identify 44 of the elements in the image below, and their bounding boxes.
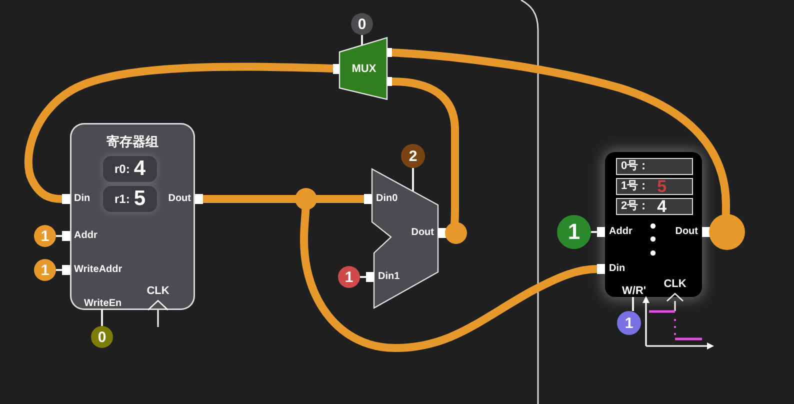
block-title: 寄存器组 (106, 134, 158, 149)
memory-row (616, 158, 693, 175)
value-circle: 0 (91, 326, 113, 348)
port-label: W/R' (622, 286, 646, 297)
value-circle: 1 (34, 259, 56, 281)
port-label: Dout (675, 227, 710, 237)
port-label: Dout (411, 228, 446, 238)
cell-value: 4 (657, 199, 667, 214)
register-display (103, 156, 157, 182)
wire (392, 78, 467, 244)
value-circle: 1 (557, 215, 591, 249)
value-circle: 0 (351, 13, 373, 35)
block-label: MUX (352, 63, 376, 75)
wire (361, 35, 363, 45)
port-label: CLK (146, 285, 170, 297)
wire (412, 168, 414, 191)
port-label: Din0 (364, 194, 398, 204)
register-value: 5 (134, 188, 146, 210)
value-circle: 1 (617, 311, 641, 335)
wire (56, 269, 62, 271)
value-circle: 1 (34, 225, 56, 247)
address-label: 1号： (621, 180, 650, 193)
port-label: Din (62, 194, 90, 204)
port-label: WriteEn (84, 298, 122, 309)
port-label: CLK (664, 278, 686, 290)
wire (392, 48, 745, 250)
memory-row (616, 178, 693, 195)
wire (360, 276, 366, 278)
value-circle: 1 (338, 266, 360, 288)
wire (56, 235, 62, 237)
register-display (103, 186, 157, 212)
port-label: Dout (168, 194, 203, 204)
cell-value: 5 (657, 179, 667, 194)
register-value: 4 (134, 158, 146, 180)
memory-row (616, 198, 693, 215)
value-circle: 2 (401, 144, 425, 168)
wire (101, 309, 103, 326)
register-name: r0: (114, 162, 130, 176)
wire (632, 297, 634, 311)
port-label: Din (597, 264, 626, 274)
address-label: 0号： (621, 160, 650, 173)
register-name: r1: (114, 192, 130, 206)
address-label: 2号： (621, 200, 650, 213)
wire (591, 231, 597, 233)
